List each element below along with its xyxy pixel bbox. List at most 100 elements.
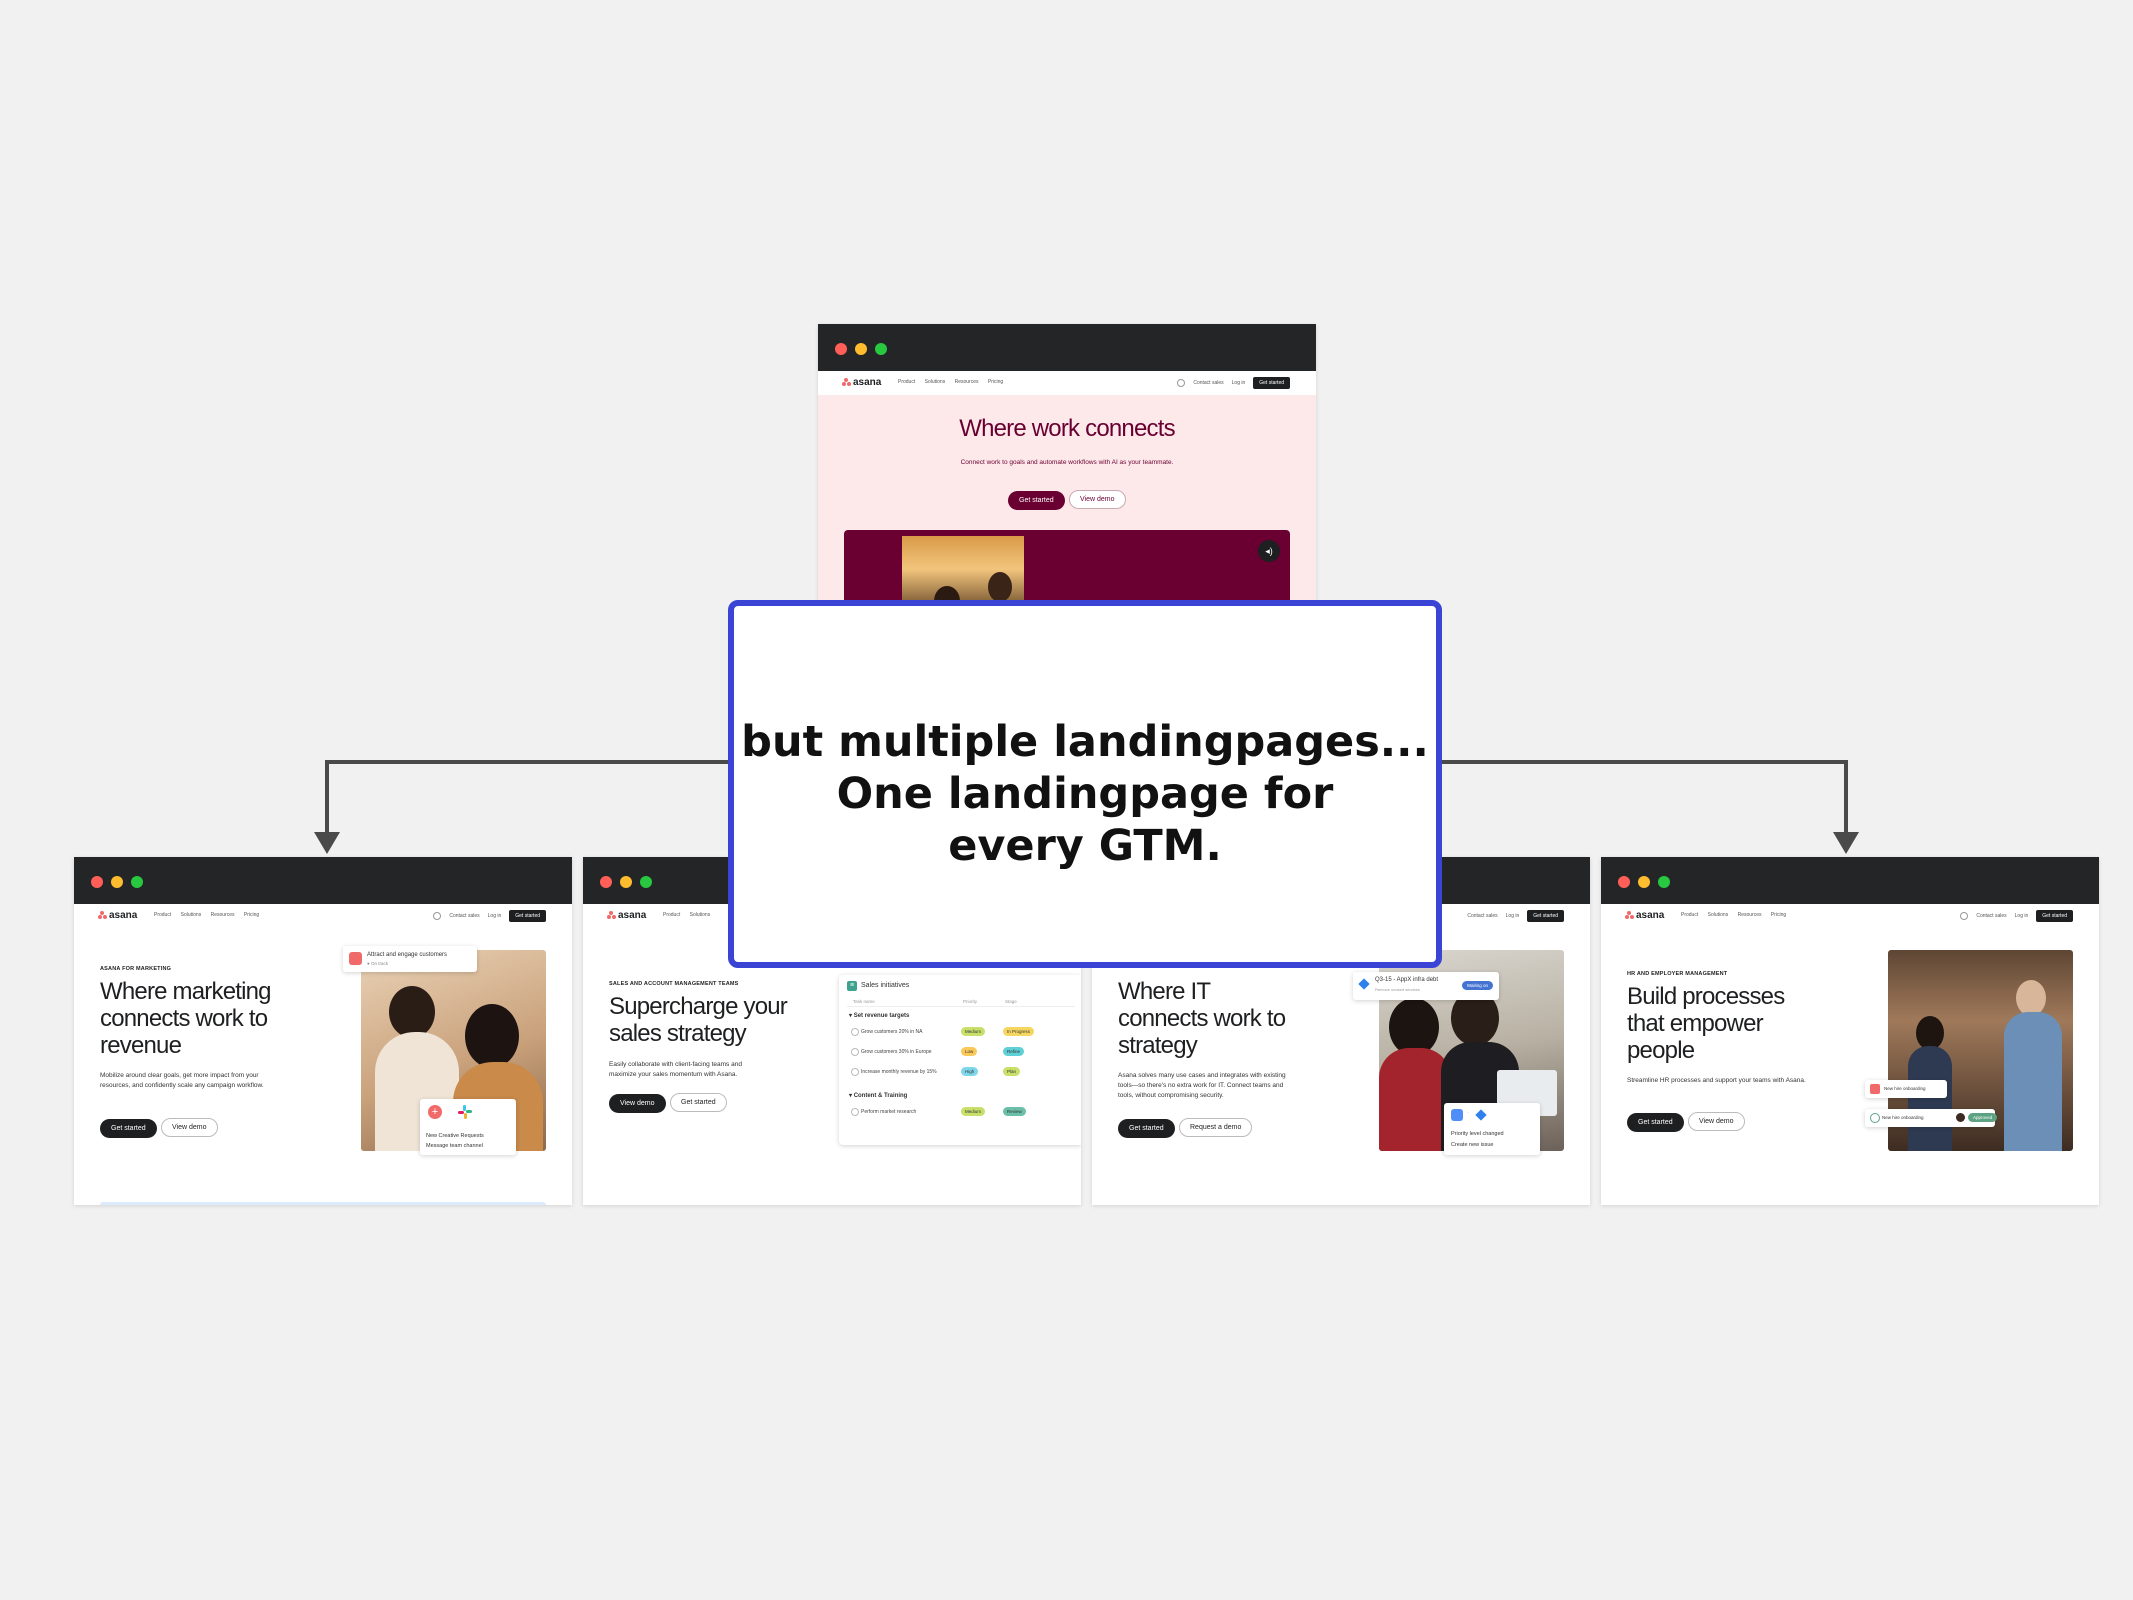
asana-logo[interactable]: asana xyxy=(98,910,137,921)
nav-right: Contact sales Log in Get started xyxy=(1177,377,1290,389)
it-rule-card[interactable]: · Priority level changed Create new issu… xyxy=(1444,1103,1540,1155)
contact-sales-link[interactable]: Contact sales xyxy=(1976,913,2007,919)
nav-pricing[interactable]: Pricing xyxy=(243,912,260,918)
get-started-button[interactable]: Get started xyxy=(1118,1119,1175,1138)
nav-resources[interactable]: Resources xyxy=(210,912,235,918)
nav-solutions[interactable]: Solutions xyxy=(180,912,202,918)
callout-line2: One landingpage for every GTM. xyxy=(836,769,1334,871)
maximize-dot-icon[interactable] xyxy=(640,876,652,888)
eyebrow-label: ASANA FOR MARKETING xyxy=(100,966,172,972)
close-dot-icon[interactable] xyxy=(1618,876,1630,888)
nav-solutions[interactable]: Solutions xyxy=(1707,912,1729,918)
nav-resources[interactable]: Resources xyxy=(954,379,979,385)
minimize-dot-icon[interactable] xyxy=(1638,876,1650,888)
hero-body: Asana solves many use cases and integrat… xyxy=(1118,1072,1286,1099)
task-name: Grow customers 20% in NA xyxy=(861,1029,923,1035)
login-link[interactable]: Log in xyxy=(1505,913,1520,919)
nav-get-started-button[interactable]: Get started xyxy=(1527,910,1564,922)
asana-logo[interactable]: asana xyxy=(842,377,881,388)
nav-solutions[interactable]: Solutions xyxy=(689,912,711,918)
nav-product[interactable]: Product xyxy=(898,379,916,385)
nav-get-started-button[interactable]: Get started xyxy=(509,910,546,922)
stage-pill: Plan xyxy=(1003,1067,1021,1076)
contact-sales-link[interactable]: Contact sales xyxy=(1193,380,1224,386)
video-thumbnail xyxy=(902,536,1024,604)
hero-body: Streamline HR processes and support your… xyxy=(1627,1077,1806,1084)
login-link[interactable]: Log in xyxy=(1231,380,1246,386)
maximize-dot-icon[interactable] xyxy=(875,343,887,355)
get-started-button[interactable]: Get started xyxy=(670,1093,727,1112)
check-circle-icon[interactable] xyxy=(851,1028,859,1036)
hero-headline: Where IT connects work to strategy xyxy=(1118,978,1286,1059)
nav-get-started-button[interactable]: Get started xyxy=(2036,910,2073,922)
close-dot-icon[interactable] xyxy=(835,343,847,355)
minimize-dot-icon[interactable] xyxy=(111,876,123,888)
check-circle-icon[interactable] xyxy=(851,1068,859,1076)
check-circle-icon[interactable] xyxy=(851,1108,859,1116)
view-demo-button[interactable]: View demo xyxy=(161,1118,218,1137)
hero-headline: Build processes that empower people xyxy=(1627,983,1785,1064)
it-task-card[interactable]: Q3-15 - AppX infra debt Remove unused se… xyxy=(1353,972,1499,1000)
hero-body: Mobilize around clear goals, get more im… xyxy=(100,1072,264,1089)
hero-video[interactable]: ◂) xyxy=(844,530,1290,604)
view-demo-button[interactable]: View demo xyxy=(609,1094,666,1113)
nav-pricing[interactable]: Pricing xyxy=(1770,912,1787,918)
section-revenue[interactable]: ▾ Set revenue targets xyxy=(849,1013,910,1019)
status-badge: Waiting on xyxy=(1461,981,1493,990)
login-link[interactable]: Log in xyxy=(487,913,502,919)
minimize-dot-icon[interactable] xyxy=(855,343,867,355)
request-demo-button[interactable]: Request a demo xyxy=(1179,1118,1253,1137)
maximize-dot-icon[interactable] xyxy=(1658,876,1670,888)
it-landing-window: Contact sales Log in Get started Where I… xyxy=(1092,857,1590,1205)
asana-logo[interactable]: asana xyxy=(1625,910,1664,921)
sales-initiatives-table: ≡ Sales initiatives Task name Priority S… xyxy=(839,975,1081,1145)
onboarding-card[interactable]: New hire onboarding xyxy=(1865,1080,1947,1098)
get-started-button[interactable]: Get started xyxy=(1008,491,1065,510)
nav-right: Contact sales Log in Get started xyxy=(1960,910,2073,922)
nav-right: Contact sales Log in Get started xyxy=(433,910,546,922)
get-started-button[interactable]: Get started xyxy=(1627,1113,1684,1132)
view-demo-button[interactable]: View demo xyxy=(1069,490,1126,509)
volume-icon[interactable]: ◂) xyxy=(1258,540,1280,562)
nav-solutions[interactable]: Solutions xyxy=(924,379,946,385)
nav-resources[interactable]: Resources xyxy=(1737,912,1762,918)
paperwork-card[interactable]: New hire onboarding Approved xyxy=(1865,1109,1998,1127)
get-started-button[interactable]: Get started xyxy=(100,1119,157,1138)
goal-card[interactable]: Attract and engage customers ● On track xyxy=(343,946,477,972)
asana-logo[interactable]: asana xyxy=(607,910,646,921)
stage-pill: Refine xyxy=(1003,1047,1025,1056)
globe-icon[interactable] xyxy=(1960,912,1969,920)
close-dot-icon[interactable] xyxy=(600,876,612,888)
globe-icon[interactable] xyxy=(433,912,442,920)
nav-links: Product Solutions Resources Pricing xyxy=(154,912,267,918)
view-demo-button[interactable]: View demo xyxy=(1688,1112,1745,1131)
nav-get-started-button[interactable]: Get started xyxy=(1253,377,1290,389)
section-content[interactable]: ▾ Content & Training xyxy=(849,1093,908,1099)
minimize-dot-icon[interactable] xyxy=(620,876,632,888)
contact-sales-link[interactable]: Contact sales xyxy=(1467,913,1498,919)
hero-headline: Supercharge your sales strategy xyxy=(609,993,788,1047)
close-dot-icon[interactable] xyxy=(91,876,103,888)
globe-icon[interactable] xyxy=(1177,379,1186,387)
nav-product[interactable]: Product xyxy=(1681,912,1699,918)
avatar xyxy=(1956,1113,1965,1122)
login-link[interactable]: Log in xyxy=(2014,913,2029,919)
nav-product[interactable]: Product xyxy=(154,912,172,918)
maximize-dot-icon[interactable] xyxy=(131,876,143,888)
arrow-down-icon xyxy=(1833,832,1859,854)
priority-pill: Medium xyxy=(961,1027,986,1036)
site-nav: asana Product Solutions Resources Pricin… xyxy=(1601,904,2099,928)
nav-product[interactable]: Product xyxy=(663,912,681,918)
check-circle-icon[interactable] xyxy=(851,1048,859,1056)
integration-card[interactable]: + · New Creative Requests Message team c… xyxy=(420,1099,516,1155)
goal-title: Attract and engage customers xyxy=(367,952,448,958)
nav-pricing[interactable]: Pricing xyxy=(987,379,1004,385)
contact-sales-link[interactable]: Contact sales xyxy=(449,913,480,919)
slack-icon xyxy=(458,1105,472,1119)
goal-icon xyxy=(349,952,362,965)
asana-logo-icon xyxy=(98,911,107,919)
